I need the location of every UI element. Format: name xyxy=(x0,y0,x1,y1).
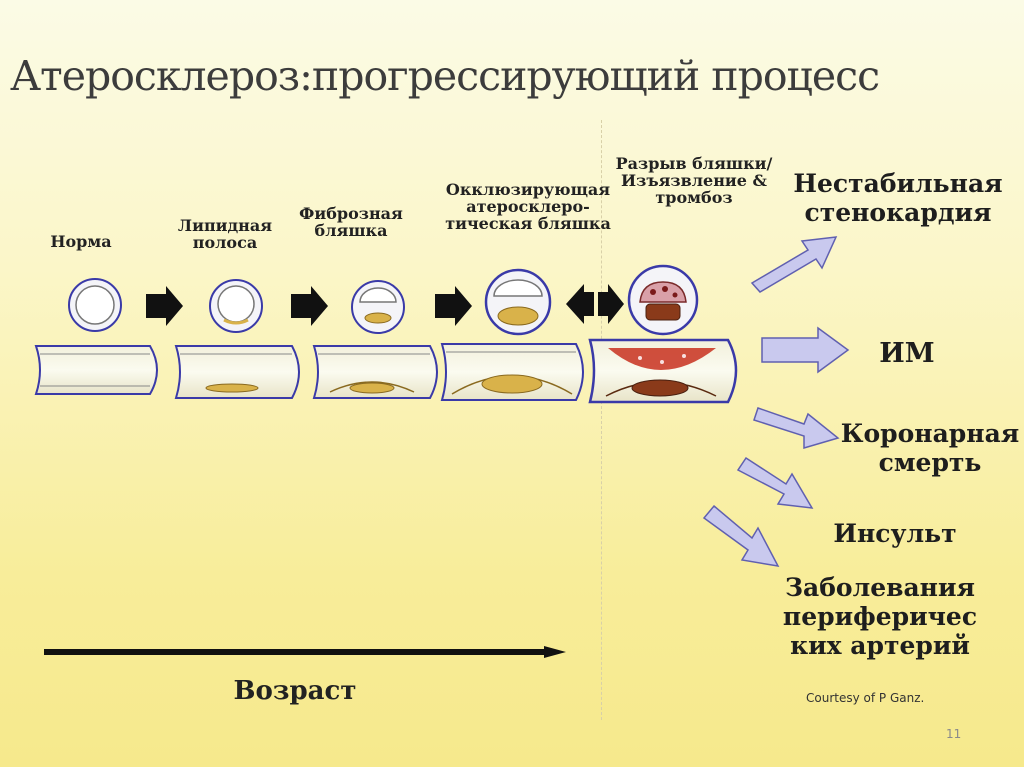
vessel-segment-fibrous-plaque xyxy=(312,345,438,399)
page-number: 11 xyxy=(946,727,962,741)
stage-arrow-1 xyxy=(146,286,183,326)
outcome-arrow-peripheral-disease xyxy=(702,504,780,567)
stage-arrow-bidirectional xyxy=(566,284,624,324)
stage-label-lipid-streak: Липидная полоса xyxy=(177,216,273,252)
stage-label-occlusive-plaque: Окклюзирующая атеросклеро-тическая бляшк… xyxy=(445,180,611,233)
outcome-label-unstable-angina: Нестабильная стенокардия xyxy=(793,169,1003,227)
outcome-label-coronary-death: Коронарная смерть xyxy=(840,419,1020,477)
outcome-arrow-coronary-death xyxy=(753,407,840,450)
outcome-label-mi: ИМ xyxy=(879,338,935,369)
stage-label-norm: Норма xyxy=(50,232,112,251)
outcome-arrow-unstable-angina xyxy=(750,236,838,293)
cross-section-norm xyxy=(68,278,122,332)
outcome-arrow-mi xyxy=(761,326,850,374)
cross-section-fibrous-plaque xyxy=(351,280,405,334)
slide-title: Атеросклероз:прогрессирующий процесс xyxy=(10,52,880,100)
stage-arrow-3 xyxy=(435,286,472,326)
cross-section-ruptured-plaque xyxy=(627,264,699,336)
cross-section-lipid-streak xyxy=(209,279,263,333)
divider-line xyxy=(601,120,602,720)
stage-label-fibrous-plaque: Фиброзная бляшка xyxy=(299,204,403,240)
cross-section-occlusive-plaque xyxy=(484,268,552,336)
stage-label-rupture-thrombosis: Разрыв бляшки/ Изъязвление & тромбоз xyxy=(615,154,773,207)
vessel-segment-norm xyxy=(34,345,158,395)
outcome-label-peripheral-disease: Заболевания периферичес ких артерий xyxy=(782,573,978,660)
age-arrow xyxy=(44,646,566,658)
vessel-segment-occlusive-plaque xyxy=(440,343,584,401)
age-label: Возраст xyxy=(233,676,357,706)
outcome-label-stroke: Инсульт xyxy=(833,519,957,548)
outcome-arrow-stroke xyxy=(736,456,814,509)
stage-arrow-2 xyxy=(291,286,328,326)
vessel-segment-lipid-streak xyxy=(174,345,300,399)
vessel-segment-ruptured-plaque xyxy=(588,338,738,404)
courtesy-note: Courtesy of P Ganz. xyxy=(806,691,925,705)
